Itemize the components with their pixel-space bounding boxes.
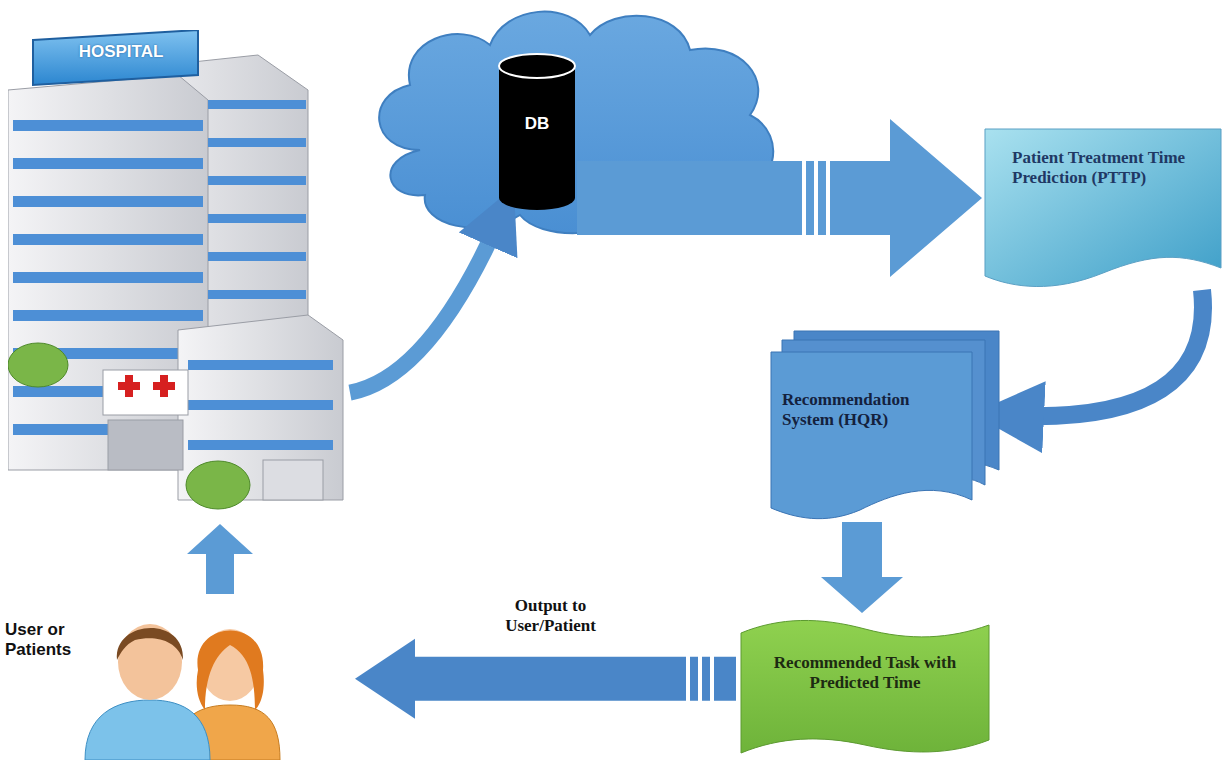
process-document: Recommendation System (HQR) [770, 330, 1000, 520]
node-label: Recommended Task with Predicted Time [765, 653, 965, 694]
output-document: Recommended Task with Predicted Time [740, 615, 990, 760]
node-label: User or Patients [5, 620, 77, 661]
user-group: User or Patients [5, 600, 355, 760]
flow-arrow [1008, 290, 1203, 416]
flow-arrow [187, 524, 253, 594]
database-node: DB [497, 52, 577, 212]
flow-arrow [821, 522, 903, 613]
node-label: Patient Treatment Time Prediction (PTTP) [1012, 148, 1212, 189]
hospital-illustration [8, 30, 348, 520]
node-label: HOSPITAL [41, 42, 201, 62]
edge-label: Output to User/Patient [473, 596, 629, 637]
flow-arrow [350, 216, 501, 393]
process-document: Patient Treatment Time Prediction (PTTP) [984, 128, 1222, 288]
node-label: Recommendation System (HQR) [782, 390, 962, 431]
flow-arrow [577, 119, 982, 277]
node-label: DB [497, 114, 577, 134]
flow-arrow [355, 639, 736, 719]
hospital-building: HOSPITAL [8, 30, 348, 520]
